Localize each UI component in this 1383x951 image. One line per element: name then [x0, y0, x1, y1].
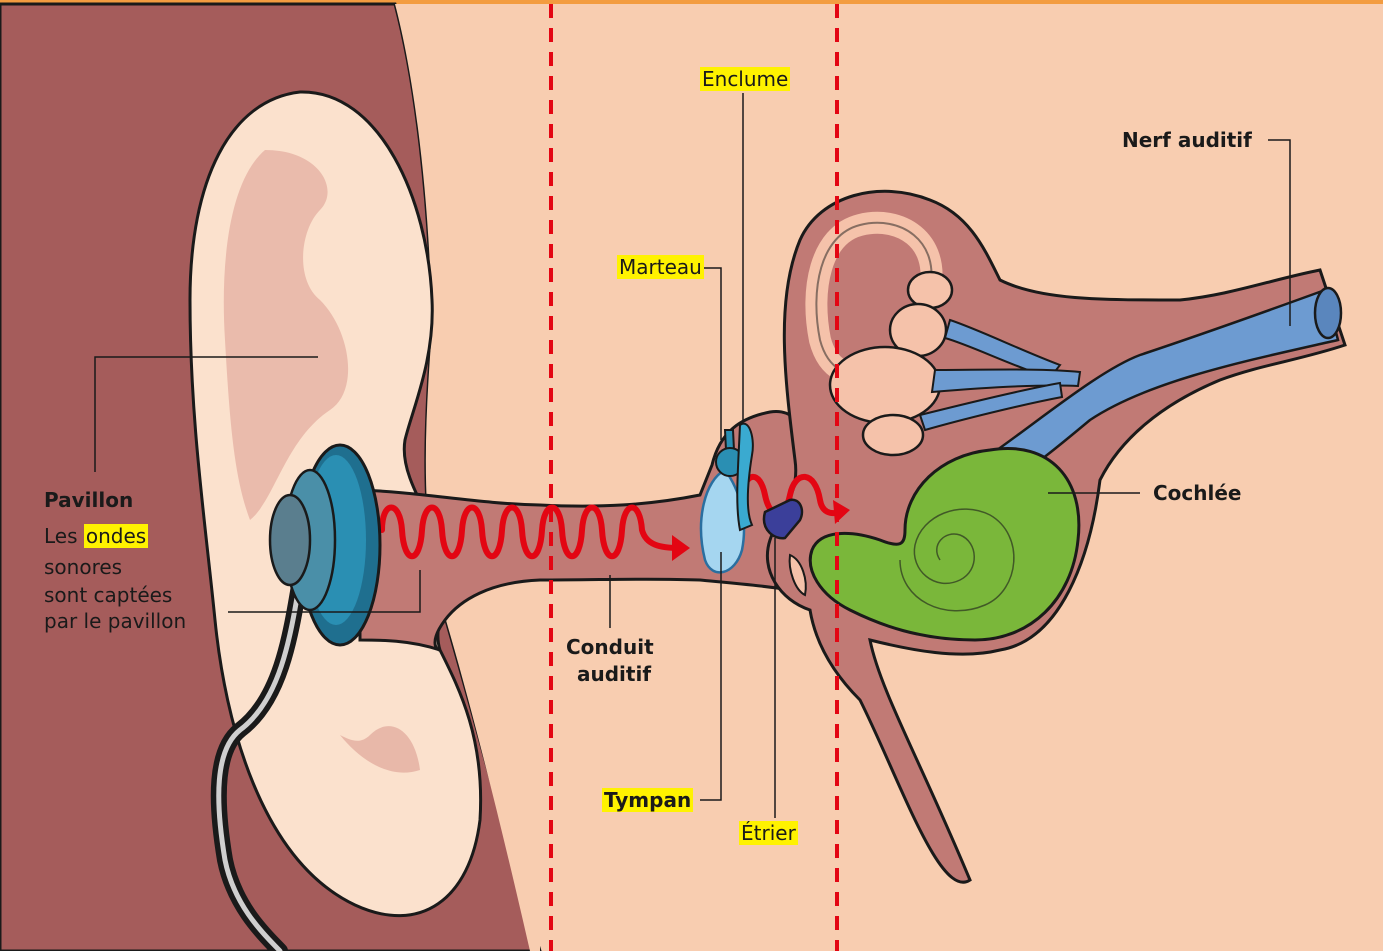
label-pavillon-desc-3: sont captées [44, 583, 172, 607]
vestibule-lower [863, 415, 923, 455]
label-pavillon-desc-1: Les ondes [44, 524, 148, 548]
vestibule-top [908, 272, 952, 308]
label-conduit-2: auditif [577, 662, 651, 686]
label-pavillon: Pavillon [44, 488, 133, 512]
label-etrier: Étrier [739, 821, 798, 845]
label-nerf-auditif: Nerf auditif [1122, 128, 1252, 152]
label-enclume: Enclume [700, 67, 790, 91]
vestibule-saccule [830, 347, 940, 423]
label-cochlee: Cochlée [1153, 481, 1242, 505]
label-pavillon-desc-4: par le pavillon [44, 609, 186, 633]
label-pavillon-desc-pre: Les [44, 524, 84, 548]
label-ondes-highlight: ondes [84, 524, 148, 548]
label-marteau: Marteau [617, 255, 704, 279]
label-tympan: Tympan [602, 788, 693, 812]
device-tip [270, 495, 310, 585]
label-conduit-1: Conduit [566, 635, 654, 659]
nerve-end [1315, 288, 1341, 338]
label-pavillon-desc-2: sonores [44, 555, 122, 579]
